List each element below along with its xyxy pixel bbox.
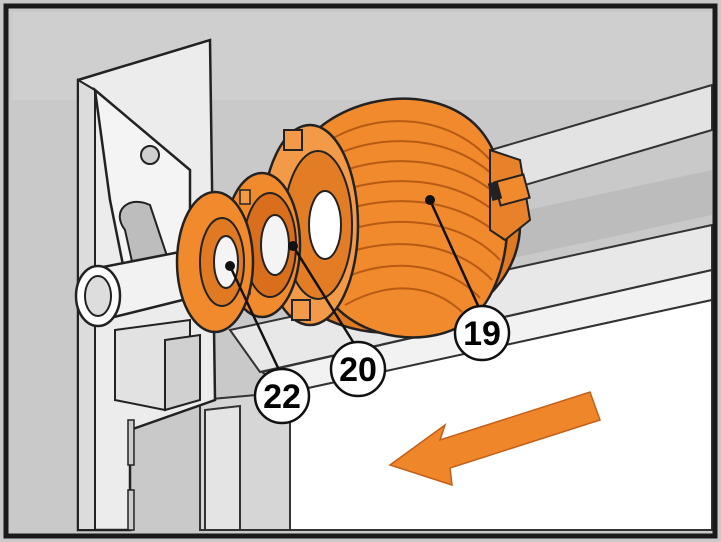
- callout-22-label: 22: [263, 378, 301, 416]
- leader-line-19: [428, 199, 482, 311]
- callout-20-label: 20: [339, 351, 377, 389]
- washer-22: [175, 190, 255, 334]
- figure-border: [3, 3, 718, 539]
- leader-line-20: [291, 245, 357, 346]
- ring-20: [222, 171, 302, 319]
- callout-22: 22: [253, 367, 311, 425]
- screw-icon: [140, 145, 160, 165]
- leader-line-22: [228, 265, 282, 373]
- cone-drum-19: [258, 97, 532, 339]
- direction-arrow-icon: [388, 391, 601, 487]
- callout-19-label: 19: [463, 315, 501, 353]
- callout-20: 20: [329, 340, 387, 398]
- callout-19: 19: [453, 304, 511, 362]
